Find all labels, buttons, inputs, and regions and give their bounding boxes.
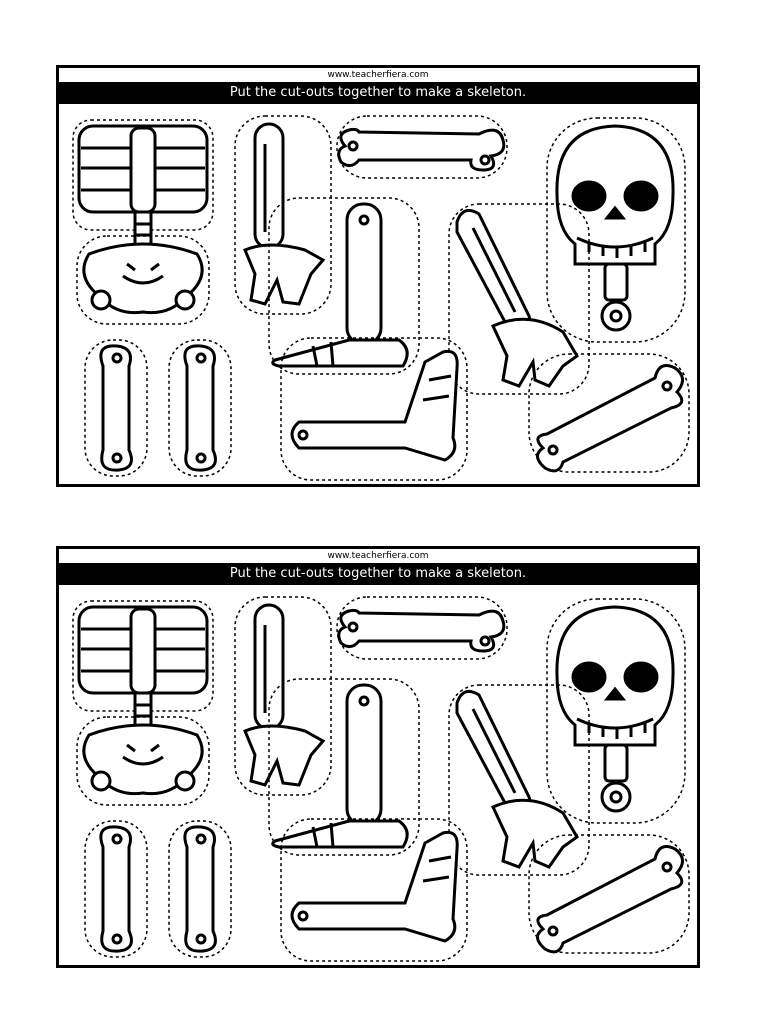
cutouts-svg (72, 115, 690, 481)
worksheet-title: Put the cut-outs together to make a skel… (59, 82, 697, 104)
worksheet-top: www.teacherfiera.com Put the cut-outs to… (56, 65, 700, 487)
ribcage-pelvis-cutout (72, 119, 214, 325)
skull-cutout (546, 117, 686, 343)
leg-foot-cutout-2 (280, 818, 468, 962)
arm-hand-cutout-2 (448, 203, 590, 395)
bone-cutout-diagonal (528, 834, 690, 954)
bone-cutout-vertical-1 (84, 339, 148, 477)
website-url: www.teacherfiera.com (327, 70, 429, 80)
leg-foot-cutout-1 (268, 197, 420, 375)
ribcage-pelvis-cutout (72, 600, 214, 806)
bone-cutout-vertical-1 (84, 820, 148, 958)
website-url: www.teacherfiera.com (327, 551, 429, 561)
worksheet-bottom: www.teacherfiera.com Put the cut-outs to… (56, 546, 700, 968)
cutouts-svg (72, 596, 690, 962)
worksheet-title: Put the cut-outs together to make a skel… (59, 563, 697, 585)
skull-cutout (546, 598, 686, 824)
leg-foot-cutout-1 (268, 678, 420, 856)
bone-cutout-vertical-2 (168, 820, 232, 958)
arm-hand-cutout-2 (448, 684, 590, 876)
skeleton-cutouts-illustration (59, 104, 697, 484)
leg-foot-cutout-2 (280, 337, 468, 481)
bone-cutout-diagonal (528, 353, 690, 473)
bone-cutout-top (336, 596, 508, 660)
arm-hand-cutout-1 (234, 596, 332, 796)
bone-cutout-top (336, 115, 508, 179)
skeleton-cutouts-illustration (59, 585, 697, 965)
arm-hand-cutout-1 (234, 115, 332, 315)
bone-cutout-vertical-2 (168, 339, 232, 477)
